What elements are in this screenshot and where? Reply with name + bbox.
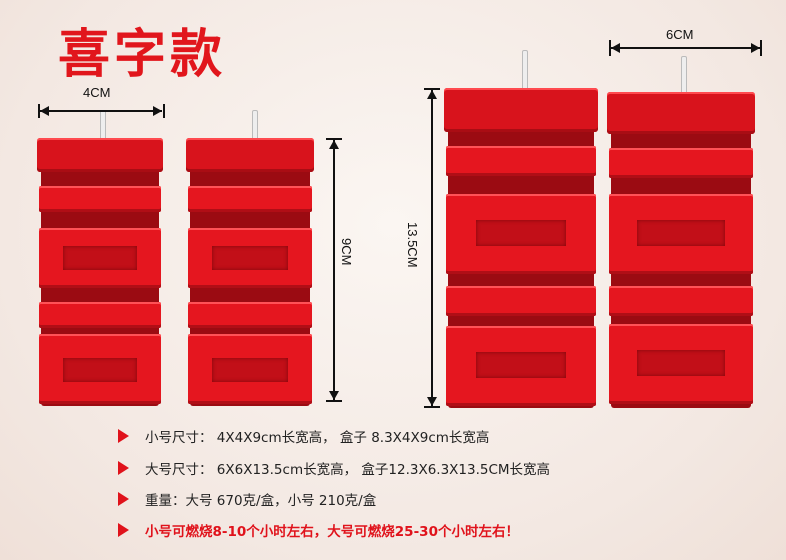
small-width-label: 4CM [83,85,111,100]
spec-large-size: 大号尺寸： 6X6X13.5cm长宽高， 盒子12.3X6.3X13.5CM长宽… [118,458,550,478]
small-candle-2 [186,110,314,410]
small-height-label: 9CM [339,238,354,266]
product-title: 喜字款 [58,24,227,85]
triangle-bullet-icon [118,492,129,506]
large-height-label: 13.5CM [405,222,420,268]
spec-burn-time: 小号可燃烧8-10个小时左右，大号可燃烧25-30个小时左右！ [118,520,519,540]
large-width-label: 6CM [666,27,694,42]
large-candle-2 [607,56,755,412]
large-candle-1 [444,50,598,412]
triangle-bullet-icon [118,523,129,537]
small-candle-1 [37,110,163,410]
triangle-bullet-icon [118,461,129,475]
spec-small-size: 小号尺寸： 4X4X9cm长宽高， 盒子 8.3X4X9cm长宽高 [118,426,489,446]
spec-weight: 重量：大号 670克/盒，小号 210克/盒 [118,489,376,509]
triangle-bullet-icon [118,429,129,443]
